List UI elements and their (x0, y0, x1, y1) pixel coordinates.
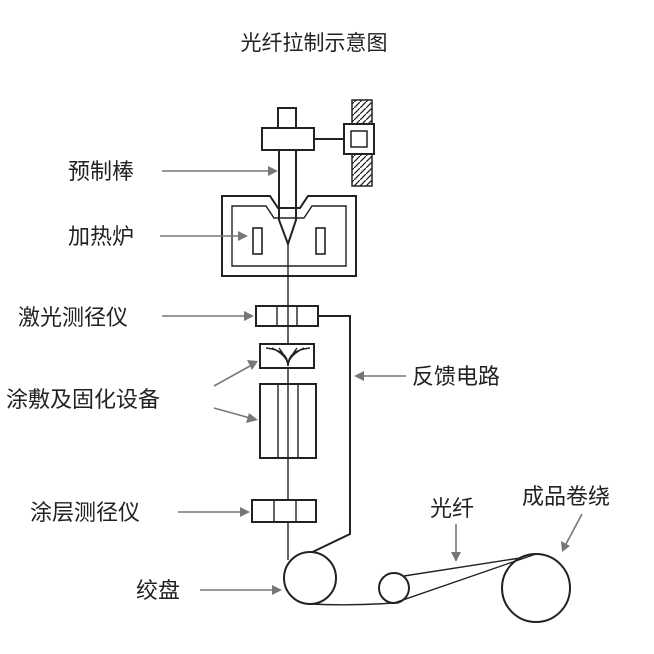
curing-unit (259, 383, 317, 459)
label-coating-gauge: 涂层测径仪 (30, 501, 140, 526)
label-coating-curing: 涂敷及固化设备 (6, 388, 160, 413)
guide-pulley (378, 572, 410, 604)
heating-furnace (221, 195, 357, 277)
preform-rod (278, 150, 297, 247)
feedback-circuit-line (299, 315, 351, 559)
label-arrows (160, 166, 583, 595)
label-capstan: 绞盘 (136, 579, 180, 604)
label-winding: 成品卷绕 (522, 485, 610, 510)
capstan-wheel (283, 551, 337, 605)
label-preform: 预制棒 (68, 160, 134, 185)
coating-diameter-gauge (251, 499, 317, 523)
coating-cup (259, 343, 315, 369)
label-feedback-circuit: 反馈电路 (412, 365, 500, 390)
fiber-route-upper (403, 557, 521, 577)
fiber-route-lower (309, 553, 537, 606)
label-fiber: 光纤 (430, 497, 474, 522)
label-laser-gauge: 激光测径仪 (18, 306, 128, 331)
diagram-title: 光纤拉制示意图 (241, 31, 388, 55)
laser-diameter-gauge (255, 305, 319, 327)
label-furnace: 加热炉 (68, 225, 134, 250)
preform-feed-mechanism (261, 99, 375, 187)
take-up-reel (501, 553, 571, 623)
